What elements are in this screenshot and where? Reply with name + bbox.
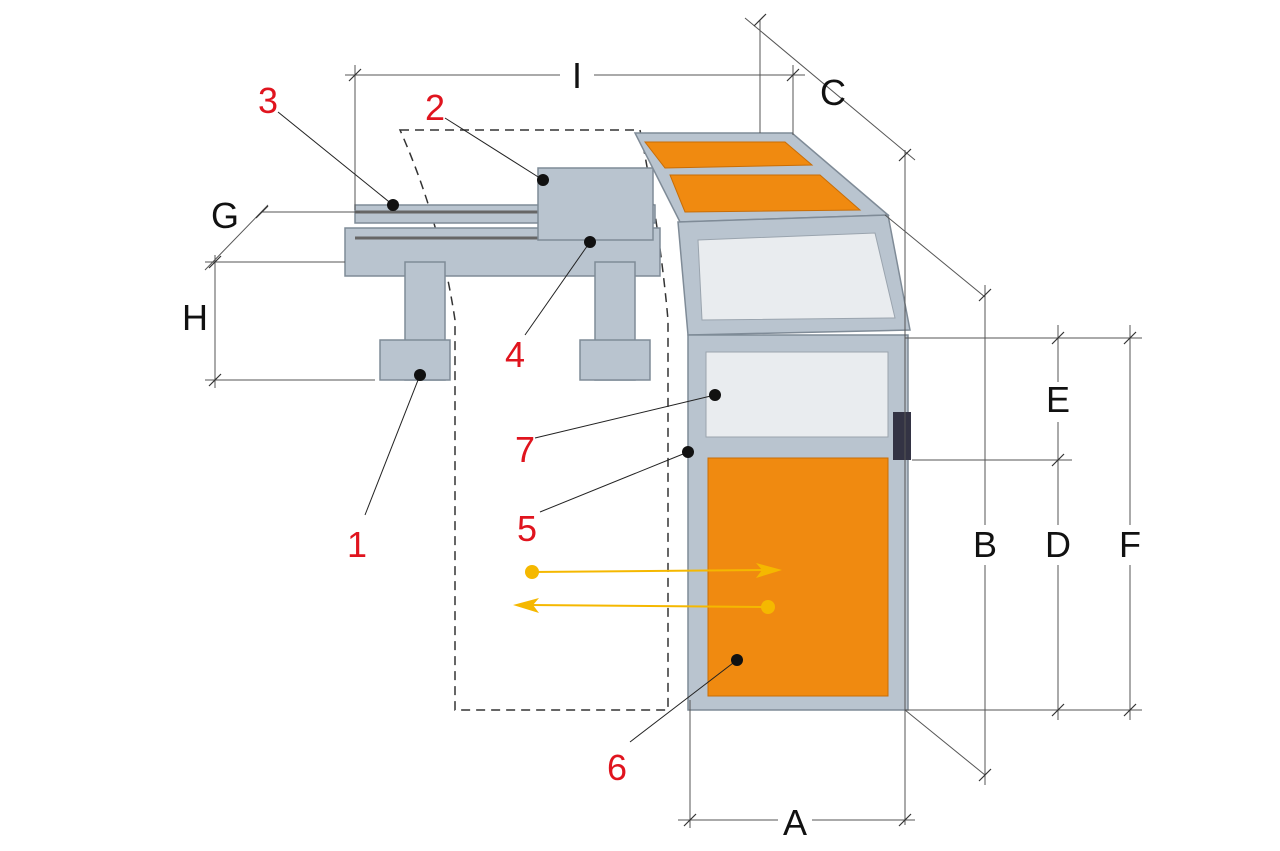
callout-6: 6 (607, 747, 627, 788)
callout-1: 1 (347, 524, 367, 565)
callout-5: 5 (517, 508, 537, 549)
callout-leaders (277, 111, 743, 743)
dimension-label-d: D (1045, 524, 1071, 565)
dimension-label-g: G (211, 195, 239, 236)
dimension-label-c: C (820, 72, 846, 113)
dimension-label-e: E (1046, 379, 1070, 420)
dimension-label-a: A (783, 802, 807, 843)
linear-axis-table (344, 167, 661, 381)
dimension-label-f: F (1119, 524, 1141, 565)
guard-cabinet (633, 132, 911, 711)
dimension-label-i: I (572, 55, 582, 96)
callout-7: 7 (515, 429, 535, 470)
control-box (893, 412, 911, 460)
callout-4: 4 (505, 334, 525, 375)
callout-2: 2 (425, 87, 445, 128)
dimension-label-h: H (182, 297, 208, 338)
callout-3: 3 (258, 80, 278, 121)
dimension-label-b: B (973, 524, 997, 565)
movement-arrows (513, 563, 782, 614)
